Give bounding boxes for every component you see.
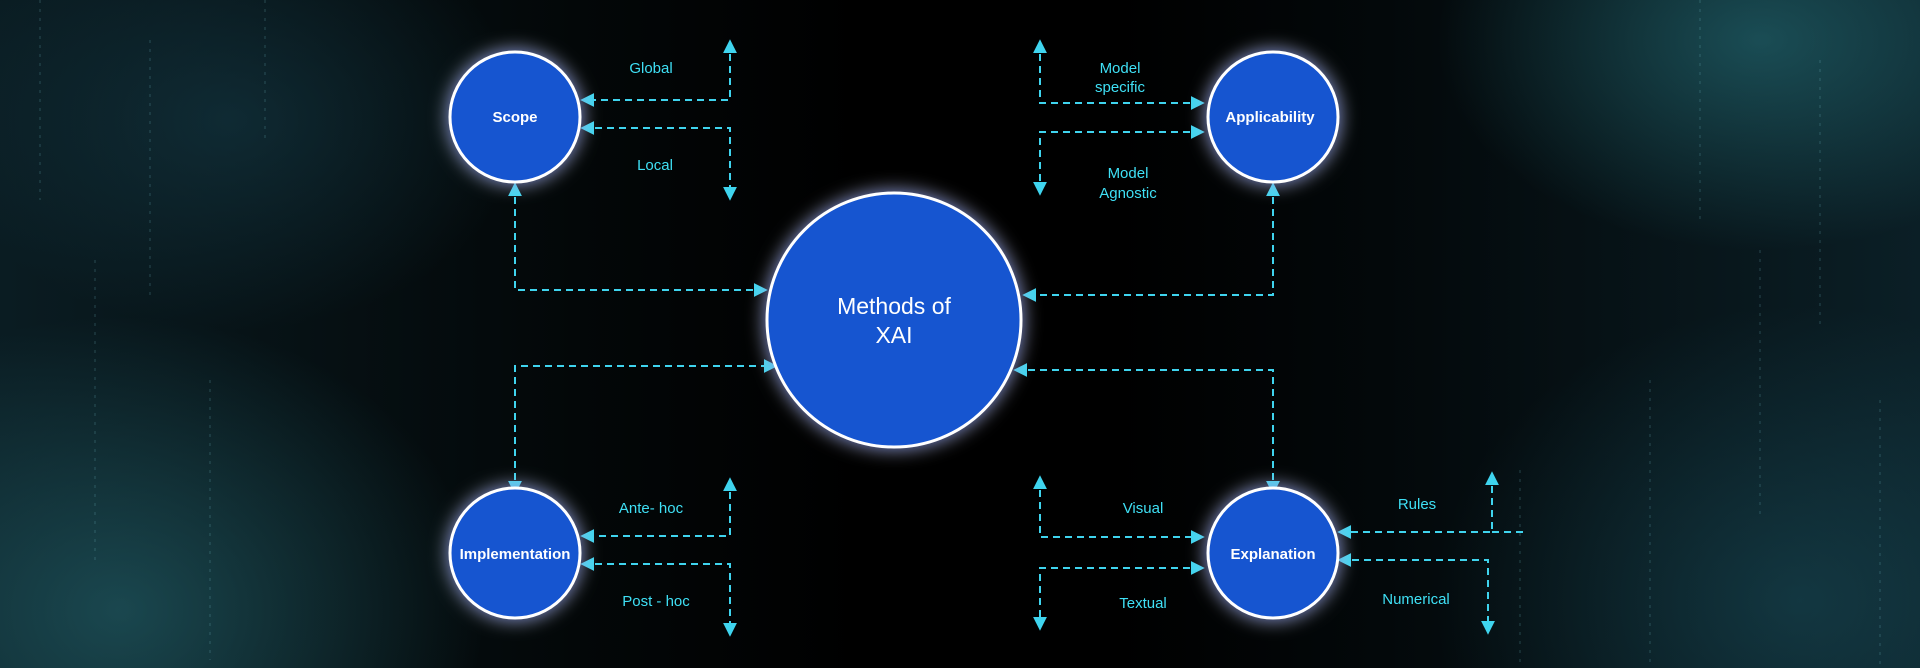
center-label-line2: XAI — [875, 322, 912, 348]
explanation-option-numerical: Numerical — [1382, 591, 1450, 608]
scope-option-connectors — [580, 39, 737, 201]
implementation-option-post-hoc: Post - hoc — [622, 593, 690, 610]
explanation-right-option-connectors — [1337, 471, 1525, 635]
explanation-node: Explanation Visual Textual Rules Numeric… — [1119, 486, 1450, 620]
connectors — [508, 182, 1280, 495]
explanation-node-circle — [1206, 486, 1340, 620]
connector-explanation-center — [1013, 363, 1280, 495]
scope-node-label: Scope — [492, 109, 537, 126]
applicability-option-connectors — [1033, 39, 1205, 196]
background-digital-rain — [39, 0, 1881, 668]
connector-implementation-center — [508, 359, 778, 495]
explanation-node-label: Explanation — [1230, 546, 1315, 563]
explanation-option-textual: Textual — [1119, 595, 1167, 612]
implementation-node-circle — [448, 486, 582, 620]
connector-applicability-center — [1022, 182, 1280, 302]
explanation-left-option-connectors — [1033, 475, 1205, 631]
applicability-option-model-agnostic-line2: Agnostic — [1099, 185, 1157, 202]
center-label-line1: Methods of — [837, 293, 951, 319]
connector-scope-center — [508, 182, 768, 297]
center-node-circle — [765, 191, 1023, 449]
explanation-option-rules: Rules — [1398, 496, 1436, 513]
explanation-option-visual: Visual — [1123, 500, 1164, 517]
scope-option-global: Global — [629, 60, 672, 77]
implementation-node: Implementation Ante- hoc Post - hoc — [448, 486, 690, 620]
implementation-option-connectors — [580, 477, 737, 637]
center-node: Methods of XAI — [765, 191, 1023, 449]
implementation-node-label: Implementation — [460, 546, 571, 563]
applicability-option-model-agnostic-line1: Model — [1108, 165, 1149, 182]
scope-node-circle — [448, 50, 582, 184]
scope-option-local: Local — [637, 157, 673, 174]
scope-node: Scope Global Local — [448, 50, 673, 184]
implementation-option-ante-hoc: Ante- hoc — [619, 500, 684, 517]
applicability-node-label: Applicability — [1225, 109, 1315, 126]
applicability-node-circle — [1206, 50, 1340, 184]
applicability-option-model-specific-line2: specific — [1095, 79, 1146, 96]
applicability-option-model-specific-line1: Model — [1100, 60, 1141, 77]
applicability-node: Applicability Model specific Model Agnos… — [1095, 50, 1340, 202]
